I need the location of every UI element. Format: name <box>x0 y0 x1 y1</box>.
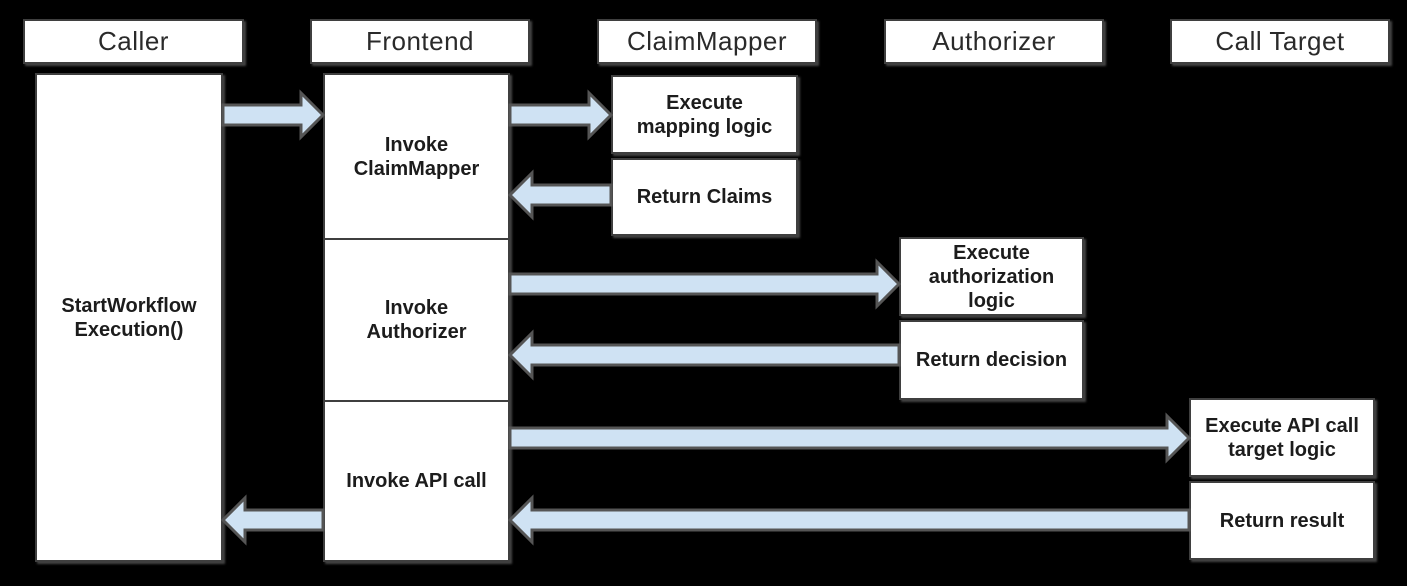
lane-header-frontend-label: Frontend <box>365 26 475 56</box>
lane-header-calltarget-label: Call Target <box>1215 26 1345 56</box>
claimmapper-step-return-claims: Return Claims <box>611 158 798 236</box>
frontend-step-invoke-api-call: Invoke API call <box>325 400 508 560</box>
frontend-step-invoke-api-call-label: Invoke API call <box>346 470 487 492</box>
calltarget-step-execute-api-call-target-logic: Execute API call target logic <box>1189 398 1375 477</box>
frontend-activation-box: Invoke ClaimMapper Invoke Authorizer Inv… <box>323 73 510 562</box>
lane-header-caller-label: Caller <box>98 26 169 56</box>
authorizer-step-return-label: Return decision <box>915 349 1068 371</box>
lane-header-caller: Caller <box>23 19 244 64</box>
arrow-frontend-to-calltarget <box>508 412 1192 464</box>
claimmapper-step-return-label: Return Claims <box>636 186 773 208</box>
arrow-frontend-to-authorizer <box>508 258 902 310</box>
lane-header-calltarget: Call Target <box>1170 19 1390 64</box>
caller-activation-label: StartWorkflow Execution() <box>61 294 197 341</box>
calltarget-step-return-label: Return result <box>1219 509 1345 532</box>
calltarget-step-execute-label: Execute API call target logic <box>1205 414 1359 461</box>
arrow-claimmapper-to-frontend <box>507 169 613 221</box>
claimmapper-step-execute-mapping-logic: Execute mapping logic <box>611 75 798 154</box>
arrow-caller-to-frontend <box>221 89 326 141</box>
lane-header-authorizer-label: Authorizer <box>932 26 1056 56</box>
lane-header-authorizer: Authorizer <box>884 19 1104 64</box>
claimmapper-step-execute-label: Execute mapping logic <box>636 91 773 138</box>
lane-header-frontend: Frontend <box>310 19 530 64</box>
authorizer-step-execute-label: Execute authorization logic <box>928 241 1055 312</box>
calltarget-step-return-result: Return result <box>1189 481 1375 560</box>
lane-header-claimmapper-label: ClaimMapper <box>626 26 788 56</box>
arrow-calltarget-to-frontend <box>507 494 1191 546</box>
authorizer-step-return-decision: Return decision <box>899 320 1084 400</box>
lane-header-claimmapper: ClaimMapper <box>597 19 817 64</box>
arrow-authorizer-to-frontend <box>507 329 901 381</box>
arrow-frontend-to-caller <box>220 494 325 546</box>
caller-activation-box: StartWorkflow Execution() <box>35 73 223 562</box>
frontend-step-invoke-claimmapper-label: Invoke ClaimMapper <box>353 133 480 180</box>
frontend-step-invoke-authorizer-label: Invoke Authorizer <box>366 297 467 343</box>
frontend-step-invoke-claimmapper: Invoke ClaimMapper <box>325 75 508 238</box>
arrow-frontend-to-claimmapper <box>508 89 614 141</box>
authorizer-step-execute-authorization-logic: Execute authorization logic <box>899 237 1084 316</box>
frontend-step-invoke-authorizer: Invoke Authorizer <box>325 238 508 400</box>
